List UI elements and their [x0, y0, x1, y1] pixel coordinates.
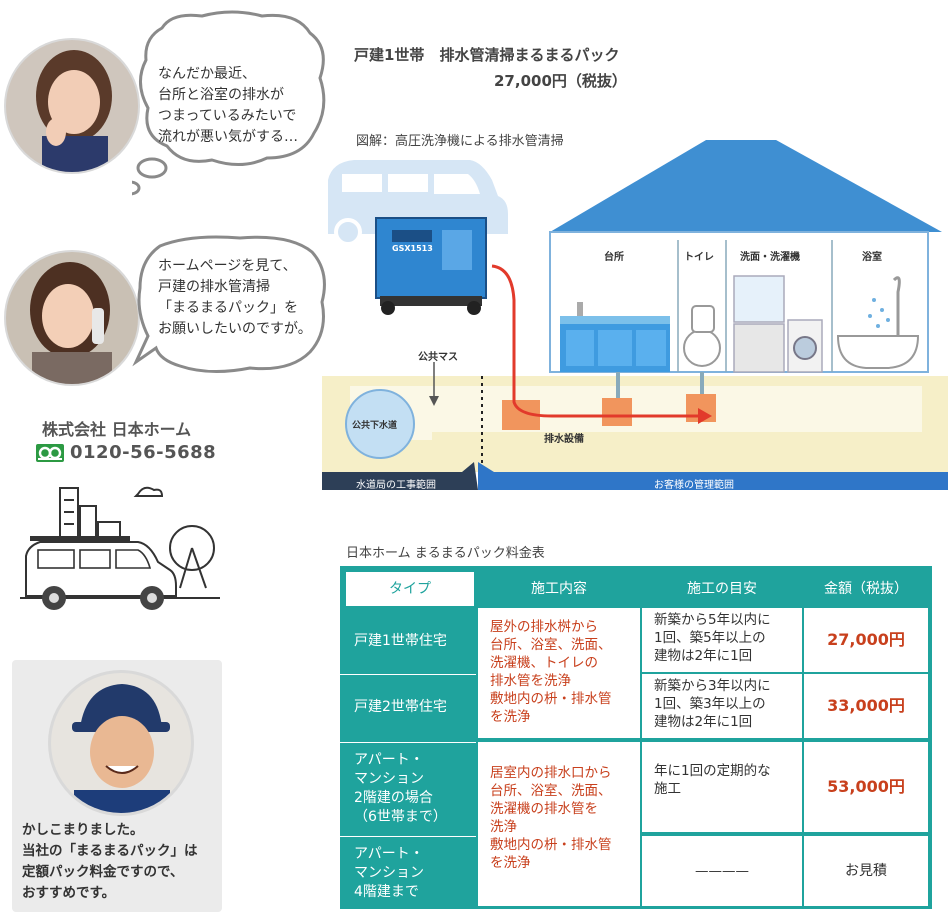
machine-label: GSX1513	[392, 244, 433, 253]
thought-bubble-1	[119, 8, 332, 198]
zone-water-bureau-label: 水道局の工事範囲	[356, 480, 436, 491]
thought-bubble-1-text: なんだか最近、 台所と浴室の排水が つまっているみたいで 流れが悪い気がする…	[158, 66, 298, 145]
header-content: 施工内容	[531, 581, 587, 597]
public-basin-label: 公共マス	[418, 352, 458, 363]
row-price-apartment4: お見積	[804, 836, 928, 906]
row-type-house2: 戸建2世帯住宅	[340, 674, 476, 740]
content-apartment: 居室内の排水口から 台所、浴室、洗面、 洗濯機の排水管を 洗浄 敷地内の枡・排水…	[478, 742, 640, 906]
public-sewer-label: 公共下水道	[352, 421, 398, 431]
woman-thinking-avatar	[2, 36, 142, 176]
city-van-illustration	[20, 478, 220, 618]
row-type-apartment2: アパート・ マンション 2階建の場合 （6世帯まで）	[340, 742, 476, 834]
speech-bubble-2-text: ホームページを見て、 戸建の排水管清掃 「まるまるパック」を お願いしたいのです…	[158, 258, 312, 337]
content-house: 屋外の排水桝から 台所、浴室、洗面、 洗濯機、トイレの 排水管を洗浄 敷地内の枡…	[478, 608, 640, 738]
freedial-icon	[36, 443, 64, 462]
headline-title: 戸建1世帯 排水管清掃まるまるパック	[354, 46, 620, 64]
zone-water-bureau-band	[322, 462, 478, 490]
row-guide-house1: 新築から5年以内に 1回、築5年以上の 建物は2年に1回	[642, 608, 802, 672]
header-guide: 施工の目安	[687, 581, 757, 597]
house-roof	[550, 120, 942, 232]
room-label-toilet: トイレ	[684, 252, 714, 263]
company-phone-row: 0120-56-5688	[36, 442, 216, 463]
row-guide-house2: 新築から3年以内に 1回、築3年以上の 建物は2年に1回	[642, 674, 802, 738]
room-label-bath: 浴室	[862, 252, 882, 263]
speech-bubble-2	[130, 232, 330, 382]
row-guide-apartment2: 年に1回の定期的な 施工	[642, 742, 802, 832]
row-price-house1: 27,000円	[804, 608, 928, 672]
header-price: 金額（税抜）	[824, 581, 908, 597]
row-type-apartment4: アパート・ マンション 4階建まで	[340, 836, 476, 909]
staff-reply-text: かしこまりました。 当社の「まるまるパック」は 定額パック料金ですので、 おすす…	[22, 822, 198, 901]
room-label-kitchen: 台所	[604, 252, 624, 263]
zone-customer-label: お客様の管理範囲	[654, 480, 734, 491]
staff-avatar	[46, 668, 196, 818]
hose	[491, 264, 702, 418]
row-price-apartment2: 53,000円	[804, 742, 928, 832]
zone-customer-band	[478, 462, 948, 490]
row-guide-apartment4: ————	[642, 836, 802, 906]
row-type-house1: 戸建1世帯住宅	[340, 608, 476, 674]
price-table: タイプ 施工内容 施工の目安 金額（税抜） 戸建1世帯住宅 新築から5年以内に …	[340, 566, 932, 909]
diagram-caption: 図解：高圧洗浄機による排水管清掃	[356, 134, 564, 149]
company-phone[interactable]: 0120-56-5688	[70, 442, 217, 463]
company-name: 株式会社 日本ホーム	[42, 420, 192, 439]
price-table-title: 日本ホーム まるまるパック料金表	[346, 546, 545, 561]
drain-equipment-label: 排水設備	[544, 434, 584, 445]
drain-cleaning-diagram	[322, 120, 948, 500]
room-label-washroom: 洗面・洗濯機	[740, 252, 800, 263]
row-price-house2: 33,000円	[804, 674, 928, 738]
woman-on-phone-avatar	[2, 248, 142, 388]
header-type: タイプ	[346, 572, 474, 606]
headline-price: 27,000円（税抜）	[494, 72, 627, 90]
not-applicable-dash: ————	[695, 863, 749, 879]
